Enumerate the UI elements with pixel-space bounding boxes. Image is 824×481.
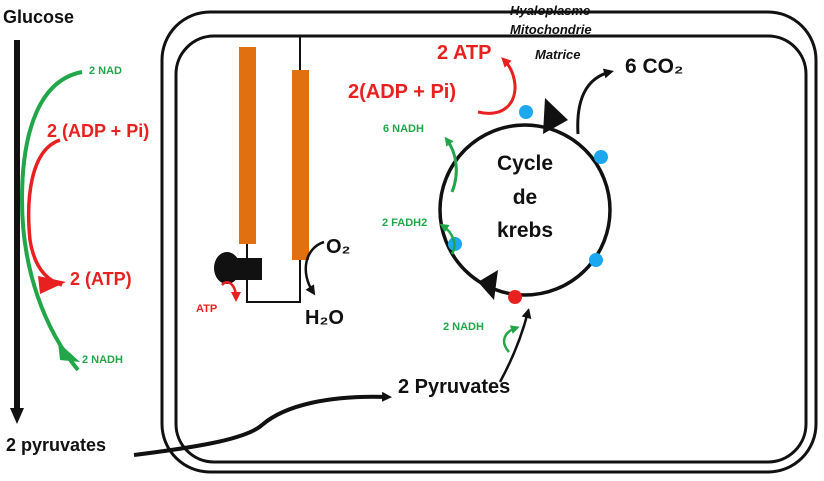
krebs-dot-2 <box>594 150 608 164</box>
atp-left-arrowhead <box>38 276 66 294</box>
atp-synthase-head <box>214 252 240 284</box>
nadh6-label: 6 NADH <box>383 123 424 135</box>
adp-left-label: 2 (ADP + Pi) <box>47 121 150 141</box>
nadh-bottom-green-arrow <box>502 325 520 353</box>
krebs-dot-1 <box>519 105 533 119</box>
krebs-cycle-circle <box>438 123 612 297</box>
o2-to-h2o-arrow <box>304 240 325 296</box>
fadh2-green-arrow <box>439 223 456 255</box>
atp-synthase-red-arrow <box>221 281 241 302</box>
fadh2-label: 2 FADH2 <box>382 217 428 229</box>
orange-membrane-left <box>239 47 256 244</box>
atp-synthase-stalk <box>235 258 262 280</box>
o2-label: O₂ <box>326 236 351 258</box>
cell-outer-membrane <box>160 10 818 474</box>
krebs-title-line3: krebs <box>496 219 554 242</box>
matrice-label: Matrice <box>535 47 581 62</box>
adp-top-label: 2(ADP + Pi) <box>348 81 456 103</box>
nad-to-nadh-curve <box>19 70 83 372</box>
krebs-arrow-bottom <box>478 270 498 300</box>
co2-label: 6 CO₂ <box>625 55 684 78</box>
atp-left-label: 2 (ATP) <box>70 269 132 289</box>
krebs-title-line2: de <box>512 186 538 209</box>
krebs-title-line1: Cycle <box>496 152 554 175</box>
nadh-left-arrowhead <box>58 342 80 362</box>
hyaloplasme-label: Hyaloplasme <box>510 3 591 18</box>
krebs-dot-red <box>508 290 522 304</box>
nad-label: 2 NAD <box>89 65 123 77</box>
h2o-label: H₂O <box>305 307 344 329</box>
atp-top-label: 2 ATP <box>437 42 492 64</box>
adp-to-atp-curve <box>27 138 63 287</box>
mitochondrie-label: Mitochondrie <box>510 22 592 37</box>
glycolysis-arrowhead <box>10 408 24 424</box>
nadh6-green-arrow <box>444 136 458 193</box>
orange-membrane-right <box>292 70 309 260</box>
nadh-left-label: 2 NADH <box>82 354 123 366</box>
pyruvates-right-label: 2 Pyruvates <box>398 376 511 398</box>
krebs-adp-atp-arrow <box>477 57 517 115</box>
krebs-arrow-top <box>543 98 568 134</box>
pyruvate-transport-arrow <box>133 391 392 457</box>
glucose-label: Glucose <box>3 7 75 27</box>
nadh-bottom-label: 2 NADH <box>443 321 484 333</box>
krebs-dot-3 <box>589 253 603 267</box>
atp-synthase-label: ATP <box>196 303 218 315</box>
co2-arrow <box>576 68 614 135</box>
pyruvates-left-label: 2 pyruvates <box>6 435 107 455</box>
cell-inner-membrane <box>174 34 808 464</box>
pyruvate-to-krebs-arrow <box>498 308 532 383</box>
